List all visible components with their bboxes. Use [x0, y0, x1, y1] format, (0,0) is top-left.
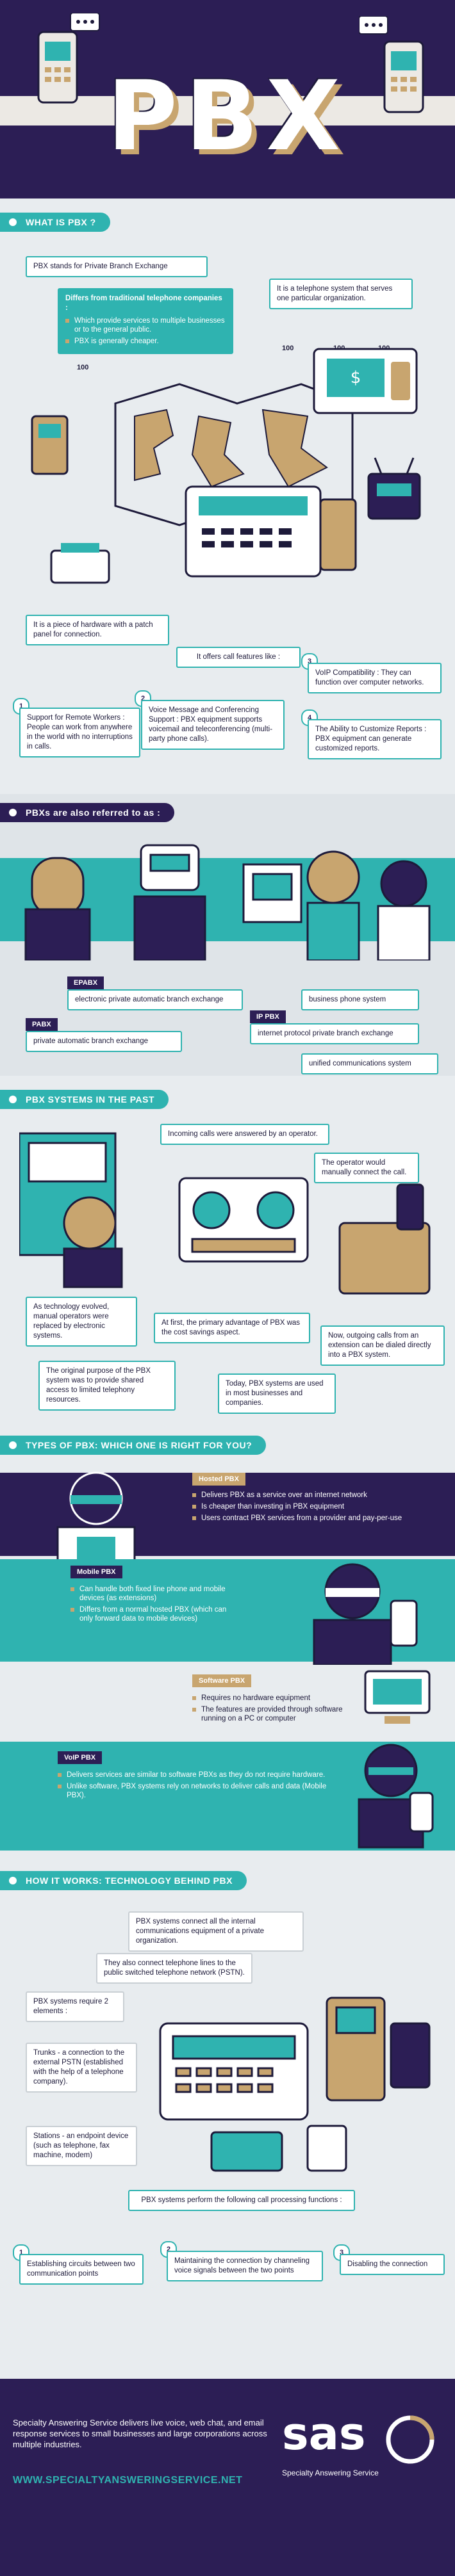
- list-item: Which provide services to multiple busin…: [65, 316, 226, 334]
- how-box: Trunks - a connection to the external PS…: [26, 2043, 137, 2093]
- section-how-it-works: HOW IT WORKS: TECHNOLOGY BEHIND PBX PBX …: [0, 1857, 455, 2379]
- mobile-operator-icon: [313, 1563, 418, 1665]
- perform-box: PBX systems perform the following call p…: [128, 2190, 355, 2211]
- feature-box: Support for Remote Workers : People can …: [19, 708, 140, 757]
- serves-box: It is a telephone system that serves one…: [269, 279, 413, 309]
- list-item: Users contract PBX services from a provi…: [192, 1514, 423, 1523]
- feature-box: Voice Message and Conferencing Support :…: [141, 700, 285, 750]
- page-title: PBX: [107, 61, 348, 172]
- switchboard-illustration: [19, 1132, 431, 1295]
- cash-register-icon: $: [313, 348, 418, 414]
- list-item: Differs from a normal hosted PBX (which …: [70, 1605, 237, 1623]
- header: PBX: [0, 0, 455, 198]
- how-box: Stations - an endpoint device (such as t…: [26, 2126, 137, 2166]
- voip-list: Delivers services are similar to softwar…: [58, 1770, 327, 1802]
- list-item: Unlike software, PBX systems rely on net…: [58, 1782, 327, 1800]
- phone-handset-icon: [37, 13, 100, 104]
- svg-text:$: $: [351, 368, 361, 387]
- how-box: PBX systems connect all the internal com…: [128, 1911, 304, 1952]
- feature-box: The Ability to Customize Reports : PBX e…: [308, 719, 442, 759]
- section-heading: WHAT IS PBX ?: [0, 211, 110, 233]
- mobile-list: Can handle both fixed line phone and mob…: [70, 1585, 237, 1626]
- differs-box: Differs from traditional telephone compa…: [58, 288, 233, 354]
- past-box: The operator would manually connect the …: [314, 1153, 419, 1183]
- software-list: Requires no hardware equipment The featu…: [192, 1694, 352, 1726]
- section-heading-text: PBXs are also referred to as :: [0, 803, 175, 822]
- section-also-referred: PBXs are also referred to as : EPABX ele…: [0, 794, 455, 1076]
- footer: Specialty Answering Service delivers liv…: [0, 2379, 455, 2576]
- step-box: Establishing circuits between two commun…: [19, 2254, 144, 2285]
- past-box: As technology evolved, manual operators …: [26, 1297, 137, 1347]
- list-item: Requires no hardware equipment: [192, 1694, 352, 1703]
- hardware-box: It is a piece of hardware with a patch p…: [26, 615, 169, 645]
- how-box: They also connect telephone lines to the…: [96, 1953, 252, 1984]
- section-heading: PBX SYSTEMS IN THE PAST: [0, 1089, 169, 1110]
- aka-box: business phone system: [301, 989, 419, 1010]
- list-item: Delivers PBX as a service over an intern…: [192, 1491, 423, 1500]
- past-box: At first, the primary advantage of PBX w…: [154, 1313, 310, 1343]
- sas-logo-subtitle: Specialty Answering Service: [282, 2468, 379, 2477]
- section-heading: TYPES OF PBX: WHICH ONE IS RIGHT FOR YOU…: [0, 1434, 267, 1456]
- past-box: Incoming calls were answered by an opera…: [160, 1124, 329, 1145]
- mobile-phone-icon: [359, 16, 424, 113]
- past-box: Now, outgoing calls from an extension ca…: [320, 1325, 445, 1366]
- list-item: Is cheaper than investing in PBX equipme…: [192, 1502, 423, 1511]
- differs-title: Differs from traditional telephone compa…: [65, 295, 222, 312]
- step-box: Disabling the connection: [340, 2254, 445, 2275]
- feature-box: VoIP Compatibility : They can function o…: [308, 663, 442, 693]
- section-past: PBX SYSTEMS IN THE PAST Incoming calls w…: [0, 1076, 455, 1422]
- section-heading-text: PBX SYSTEMS IN THE PAST: [0, 1090, 169, 1109]
- phone-icon: [31, 415, 69, 475]
- type-tag: VoIP PBX: [58, 1751, 103, 1764]
- section-what-is-pbx: WHAT IS PBX ? PBX stands for Private Bra…: [0, 198, 455, 794]
- device-label: 100: [77, 364, 89, 371]
- aka-tag: EPABX: [67, 976, 104, 989]
- list-item: Delivers services are similar to softwar…: [58, 1770, 327, 1779]
- type-tag: Hosted PBX: [192, 1473, 245, 1486]
- computer-icon: [364, 1670, 431, 1724]
- type-tag: Mobile PBX: [70, 1566, 122, 1578]
- type-tag: Software PBX: [192, 1674, 252, 1687]
- section-heading: HOW IT WORKS: TECHNOLOGY BEHIND PBX: [0, 1870, 247, 1891]
- pbx-hardware-illustration: [114, 383, 357, 578]
- stands-box: PBX stands for Private Branch Exchange: [26, 256, 208, 277]
- fax-machine-icon: [50, 543, 110, 584]
- section-types: TYPES OF PBX: WHICH ONE IS RIGHT FOR YOU…: [0, 1422, 455, 1857]
- aka-box: unified communications system: [301, 1053, 438, 1074]
- footer-blurb: Specialty Answering Service delivers liv…: [13, 2418, 267, 2449]
- step-box: Maintaining the connection by channeling…: [167, 2251, 323, 2281]
- aka-tag: IP PBX: [250, 1010, 286, 1023]
- section-heading-text: HOW IT WORKS: TECHNOLOGY BEHIND PBX: [0, 1871, 247, 1890]
- pbx-system-illustration: [159, 1997, 431, 2172]
- device-label: 100: [282, 344, 294, 352]
- past-box: Today, PBX systems are used in most busi…: [218, 1373, 336, 1414]
- section-heading-text: TYPES OF PBX: WHICH ONE IS RIGHT FOR YOU…: [0, 1436, 267, 1455]
- router-icon: [367, 457, 421, 520]
- aka-box: private automatic branch exchange: [26, 1031, 182, 1052]
- list-item: Can handle both fixed line phone and mob…: [70, 1585, 237, 1603]
- list-item: PBX is generally cheaper.: [65, 337, 226, 346]
- sas-logo: sas: [282, 2408, 366, 2460]
- offers-box: It offers call features like :: [176, 647, 301, 668]
- voip-operator-icon: [358, 1744, 434, 1849]
- footer-url[interactable]: WWW.SPECIALTYANSWERINGSERVICE.NET: [13, 2475, 243, 2486]
- sas-logo-mark-icon: [386, 2415, 434, 2464]
- aka-box: internet protocol private branch exchang…: [250, 1023, 419, 1044]
- list-item: The features are provided through softwa…: [192, 1705, 352, 1723]
- aka-box: electronic private automatic branch exch…: [67, 989, 243, 1010]
- how-box: PBX systems require 2 elements :: [26, 1991, 124, 2022]
- differs-list: Which provide services to multiple busin…: [65, 316, 226, 346]
- aka-tag: PABX: [26, 1018, 58, 1031]
- people-illustration: [24, 844, 431, 960]
- hosted-list: Delivers PBX as a service over an intern…: [192, 1491, 423, 1525]
- past-box: The original purpose of the PBX system w…: [38, 1361, 176, 1411]
- section-heading: PBXs are also referred to as :: [0, 802, 175, 823]
- section-heading-text: WHAT IS PBX ?: [0, 213, 110, 232]
